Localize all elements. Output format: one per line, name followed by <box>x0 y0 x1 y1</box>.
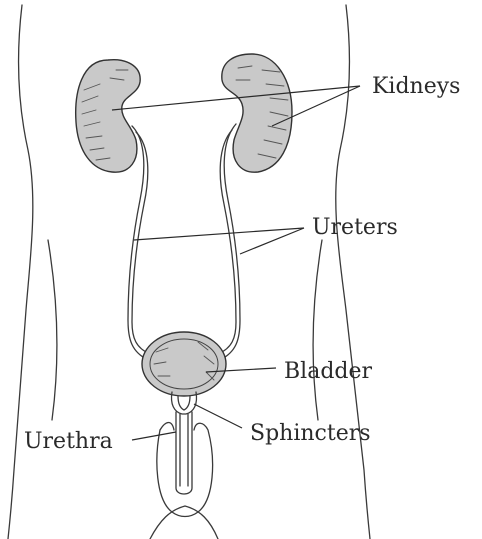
ureter-right-inner <box>218 130 236 354</box>
crotch-line <box>150 506 218 539</box>
ureters-label: Ureters <box>312 215 398 240</box>
torso-inner-line-right <box>313 240 322 420</box>
kidney-right <box>222 54 292 172</box>
bladder <box>142 332 226 396</box>
bladder-label: Bladder <box>284 359 373 384</box>
urethra-tube <box>176 412 192 494</box>
kidney-left <box>76 60 140 172</box>
urethra-leader <box>132 432 176 440</box>
torso-inner-line-left <box>48 240 57 420</box>
kidneys-label: Kidneys <box>372 74 460 99</box>
body-outline-right <box>336 5 370 539</box>
penis-outline <box>157 423 213 516</box>
urethra-label: Urethra <box>24 429 113 454</box>
body-outline <box>8 5 370 539</box>
ureters <box>128 124 240 360</box>
sphincters-leader <box>194 404 242 428</box>
ureter-left-inner <box>132 132 150 354</box>
sphincters-label: Sphincters <box>250 421 371 446</box>
body-outline-left <box>8 5 33 539</box>
urethra-structure <box>157 392 213 517</box>
